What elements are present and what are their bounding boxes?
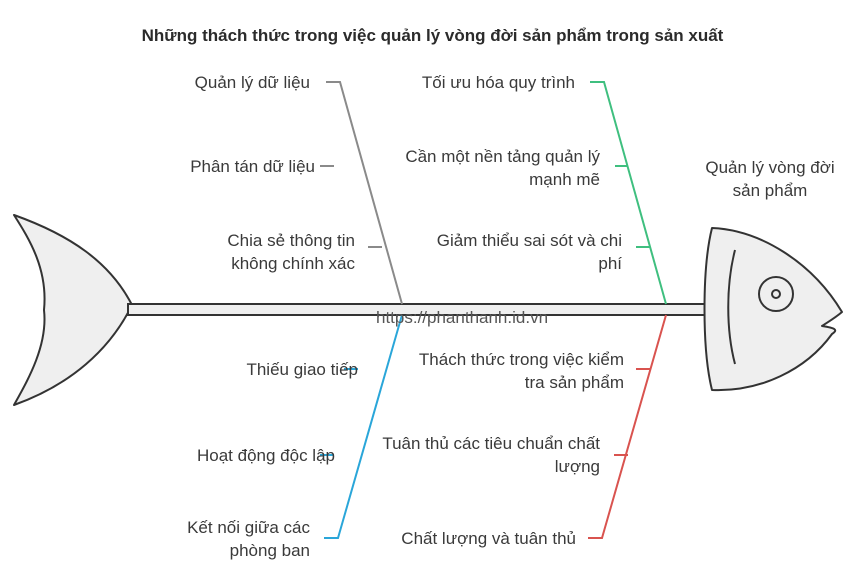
- diagram-title: Những thách thức trong việc quản lý vòng…: [141, 26, 724, 45]
- top-left-item-2: Phân tán dữ liệu: [190, 157, 315, 176]
- watermark: https://phanthanh.id.vn: [376, 308, 549, 327]
- branch-bottom-left: [320, 314, 403, 539]
- bottom-right-item-2: Tuân thủ các tiêu chuẩn chất lượng: [382, 434, 600, 476]
- top-left-item-1: Quản lý dữ liệu: [194, 73, 310, 92]
- branch-top-left: [320, 81, 403, 305]
- head-label: Quản lý vòng đời sản phẩm: [705, 158, 835, 200]
- top-right-item-2: Cần một nền tảng quản lý mạnh mẽ: [405, 147, 600, 189]
- branch-top-right: [590, 81, 667, 305]
- branch-bottom-right: [588, 314, 667, 539]
- bottom-left-item-1: Thiếu giao tiếp: [246, 360, 358, 379]
- top-right-item-1: Tối ưu hóa quy trình: [421, 73, 575, 92]
- top-left-item-3: Chia sẻ thông tin không chính xác: [227, 231, 355, 273]
- bottom-left-item-3: Kết nối giữa các phòng ban: [187, 518, 310, 560]
- bottom-left-item-2: Hoạt động độc lập: [197, 446, 335, 465]
- eye-icon: [758, 276, 794, 312]
- gill-line: [727, 249, 736, 365]
- bottom-right-item-3: Chất lượng và tuân thủ: [401, 529, 576, 548]
- bottom-right-item-1: Thách thức trong việc kiểm tra sản phẩm: [418, 350, 624, 392]
- fish-tail: [13, 214, 133, 406]
- top-right-item-3: Giảm thiểu sai sót và chi phí: [436, 231, 622, 273]
